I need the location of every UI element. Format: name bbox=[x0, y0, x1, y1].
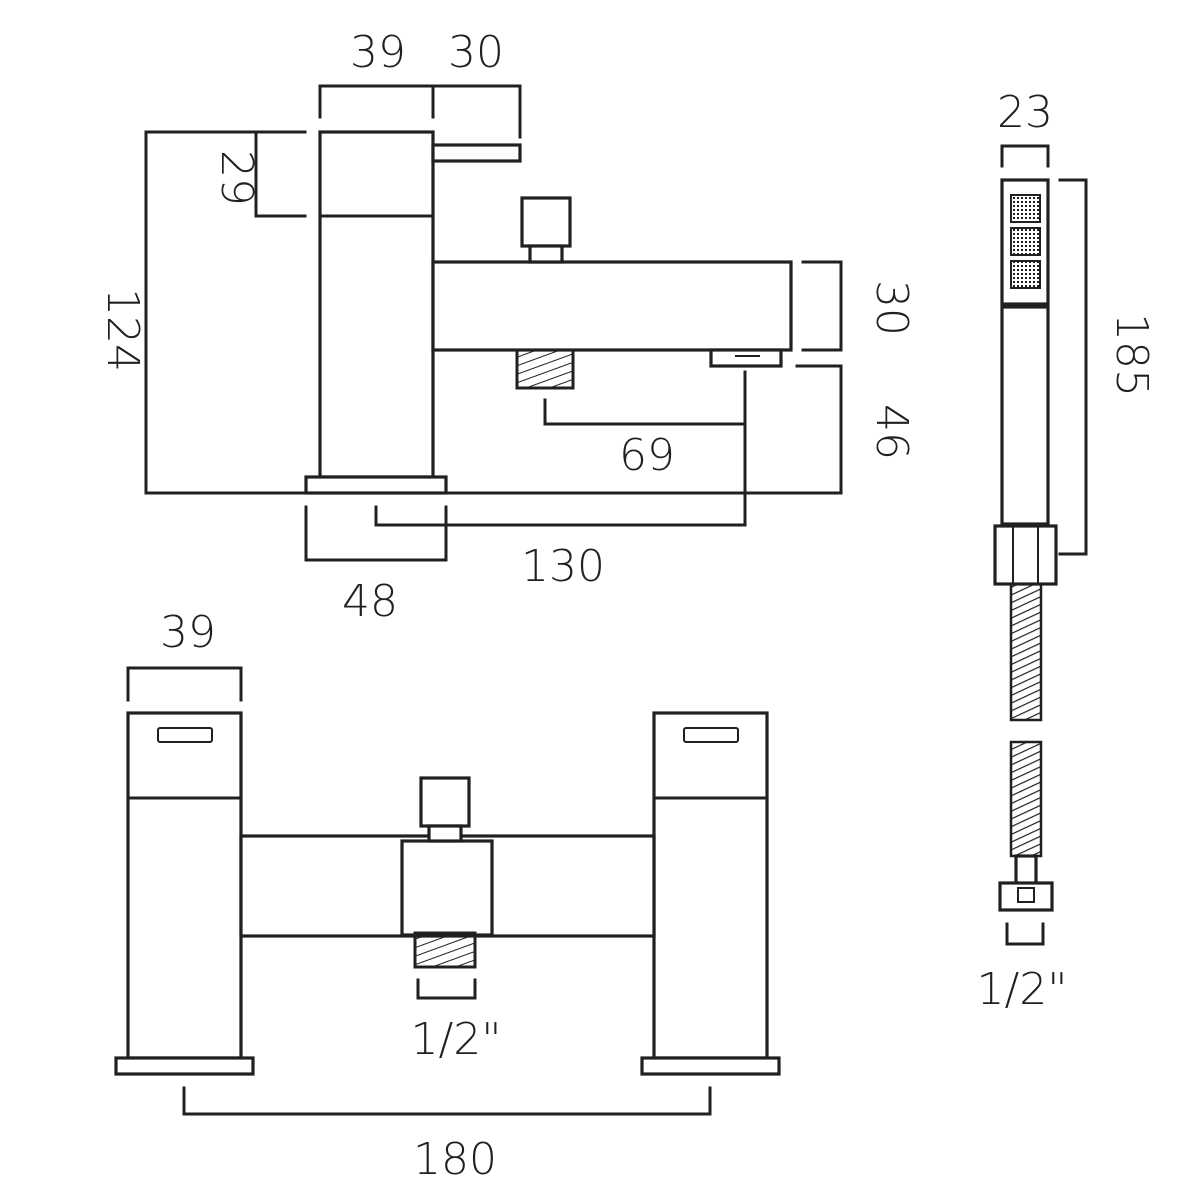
dim-label-side-lever: 30 bbox=[448, 27, 504, 78]
front-left-indicator bbox=[157, 727, 213, 743]
dim-line-side-lever bbox=[431, 84, 522, 139]
handset-spray-grid-1 bbox=[1010, 194, 1041, 223]
hose-upper-section bbox=[1009, 582, 1043, 722]
dim-line-side-top-width bbox=[318, 84, 435, 119]
front-diverter-stem bbox=[427, 824, 463, 843]
side-lever bbox=[431, 143, 522, 163]
side-base-plate bbox=[304, 475, 448, 495]
handset-spray-grid-2 bbox=[1010, 227, 1041, 256]
dim-line-hose-connector bbox=[1005, 922, 1045, 946]
dim-label-centres: 180 bbox=[413, 1134, 497, 1185]
side-aerator bbox=[709, 348, 783, 368]
side-shower-outlet-thread bbox=[515, 348, 575, 390]
dim-label-spout-projection: 130 bbox=[521, 541, 605, 592]
front-diverter-housing bbox=[400, 839, 494, 937]
side-diverter-stem bbox=[528, 244, 564, 264]
dim-line-spout-projection bbox=[374, 370, 747, 527]
hose-connector-slot bbox=[1017, 887, 1035, 903]
dim-label-side-total-height: 124 bbox=[97, 288, 148, 372]
handset-handle bbox=[1000, 305, 1050, 526]
dim-line-spout-height bbox=[801, 260, 843, 352]
handset-spray-grid-3 bbox=[1010, 260, 1041, 289]
dim-label-side-top-width: 39 bbox=[350, 27, 406, 78]
dim-line-side-total-height bbox=[144, 130, 308, 495]
side-spout bbox=[431, 260, 793, 352]
front-view: 39 1/2" 180 bbox=[114, 607, 781, 1185]
dim-label-diverter-offset: 69 bbox=[619, 430, 675, 481]
front-inlet-thread bbox=[413, 931, 477, 969]
dim-label-front-handle-width: 39 bbox=[160, 607, 216, 658]
dim-line-handset-length bbox=[1058, 178, 1088, 556]
dim-line-diverter-offset bbox=[543, 398, 747, 426]
dim-label-base-width: 48 bbox=[342, 576, 398, 627]
dim-label-handset-length: 185 bbox=[1106, 313, 1157, 397]
handset-hose-cone bbox=[993, 524, 1058, 586]
dim-line-front-inlet bbox=[416, 978, 477, 1000]
dim-label-side-handle-height: 29 bbox=[211, 150, 262, 206]
side-tap-body bbox=[318, 130, 435, 479]
side-view: 39 30 29 124 30 46 69 130 48 bbox=[97, 27, 917, 627]
dim-label-hose-connector: 1/2" bbox=[976, 964, 1067, 1015]
dim-label-spout-clearance: 46 bbox=[866, 404, 917, 460]
front-diverter-knob bbox=[419, 776, 471, 828]
hose-lower-section bbox=[1009, 740, 1043, 858]
dim-line-side-handle-height bbox=[254, 130, 307, 218]
dim-label-handset-width: 23 bbox=[997, 87, 1053, 138]
dim-line-spout-clearance bbox=[444, 364, 843, 495]
front-left-pillar bbox=[126, 711, 243, 1060]
dim-line-base-width bbox=[304, 505, 448, 562]
dim-line-front-handle-width bbox=[126, 666, 243, 702]
side-diverter-knob bbox=[520, 196, 572, 248]
front-left-base-plate bbox=[114, 1056, 255, 1076]
dim-line-centres bbox=[182, 1086, 712, 1116]
front-right-indicator bbox=[683, 727, 739, 743]
dim-line-handset-width bbox=[1000, 144, 1050, 168]
dim-label-spout-height: 30 bbox=[866, 280, 917, 336]
dim-label-front-inlet: 1/2" bbox=[410, 1014, 501, 1065]
front-right-base-plate bbox=[640, 1056, 781, 1076]
front-right-pillar bbox=[652, 711, 769, 1060]
shower-handset-view: 23 185 1/2" bbox=[976, 87, 1157, 1015]
